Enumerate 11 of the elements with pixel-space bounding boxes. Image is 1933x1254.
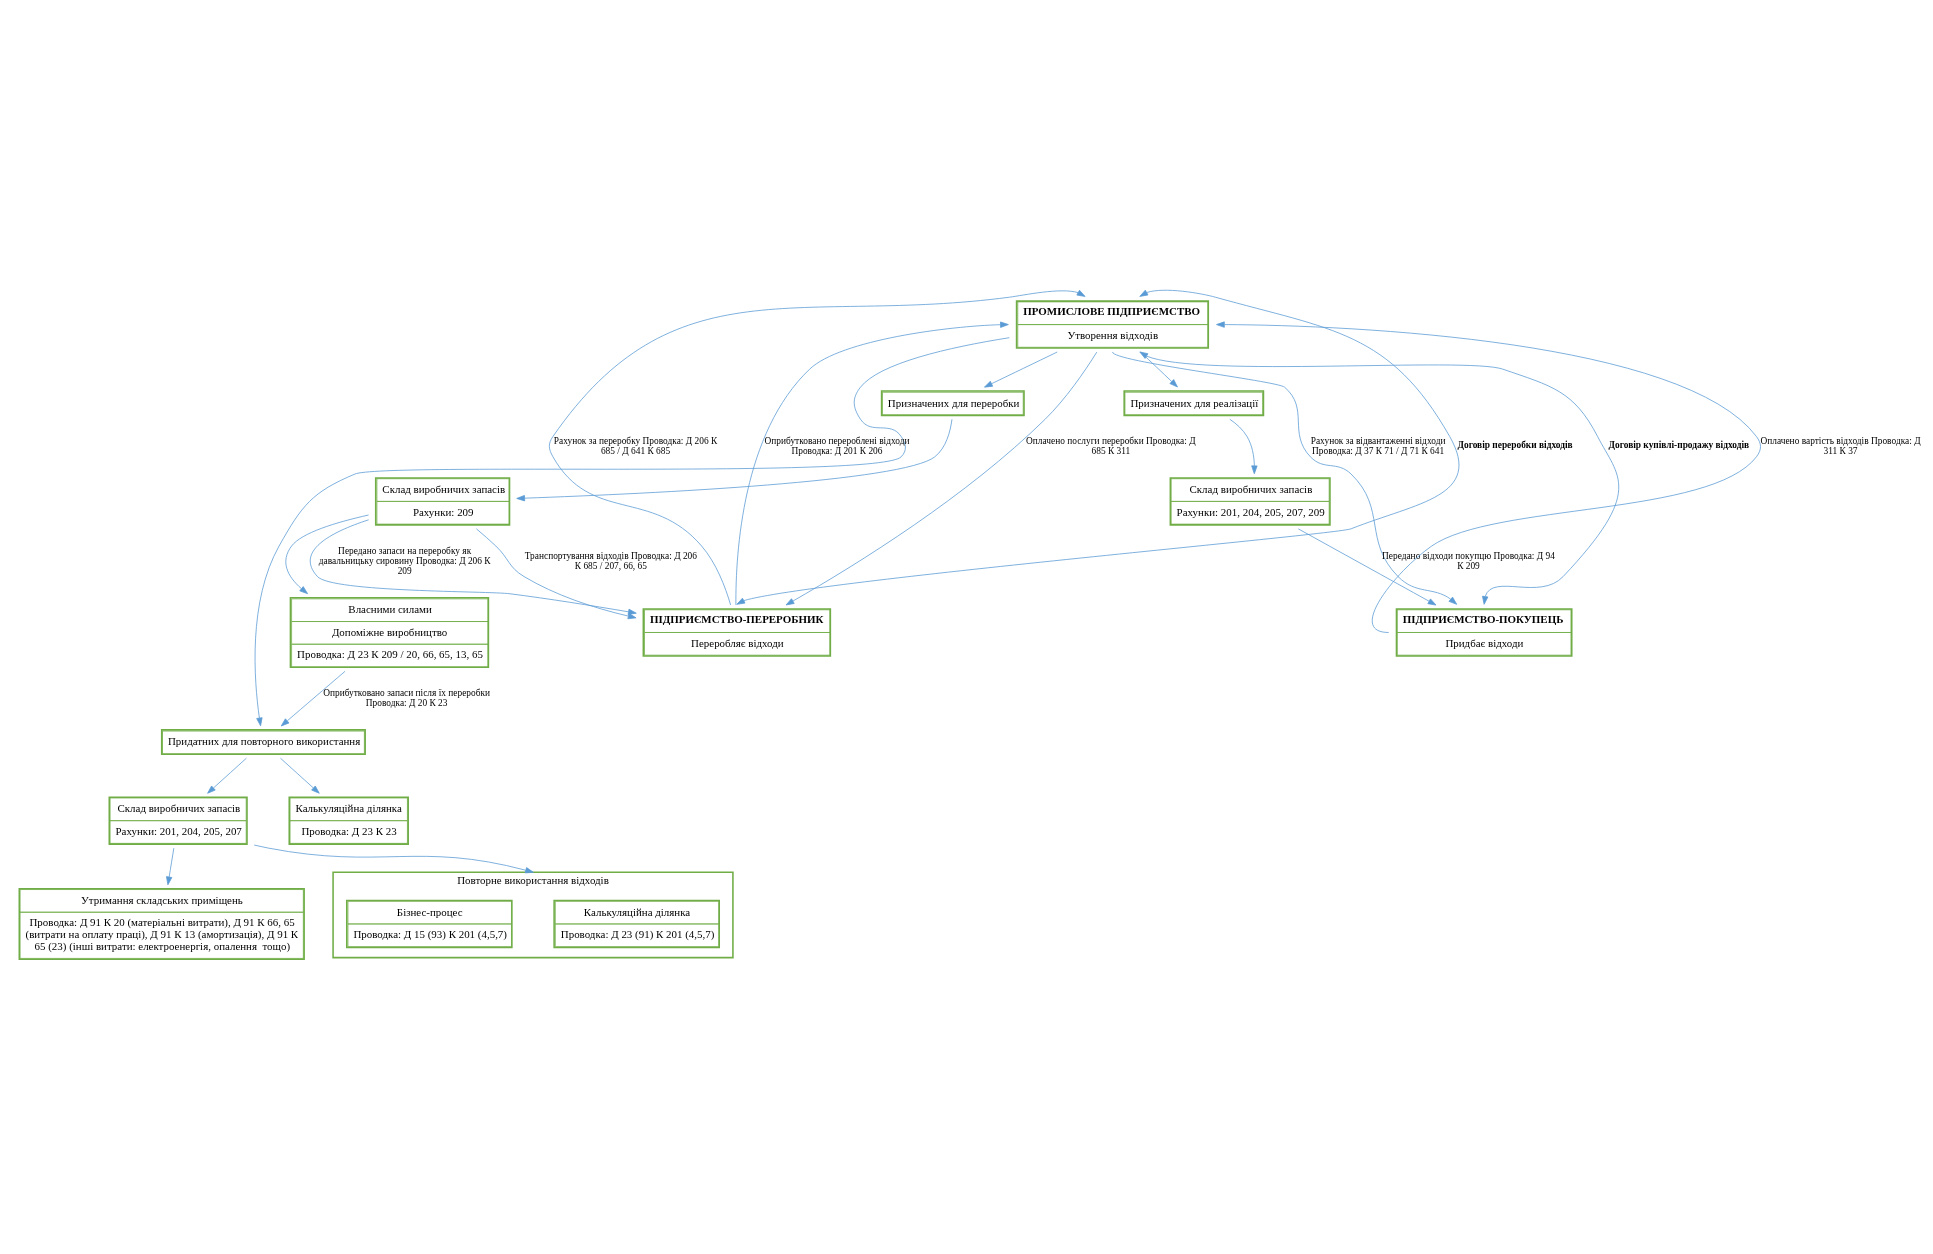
edge-label: Транспортування відходів Проводка: Д 206 К 685 / 207, 66, 65 — [524, 550, 697, 571]
edge-label: Оплачено послуги переробки Проводка: Д 685 К 311 — [1026, 435, 1196, 457]
edge-label: Оплачено вартість відходів Проводка: Д 311 К 37 — [1760, 435, 1921, 457]
edge-label: Договір переробки відходів — [1457, 440, 1573, 451]
edge-label: Рахунок за переробку Проводка: Д 206 К 685 / Д 641 К 685 — [553, 435, 718, 457]
edge-label: Передано запаси на переробку як давальницьку сировину Проводка: Д 206 К 209 — [318, 545, 491, 576]
edge-label: Договір купівлі-продажу відходів — [1608, 440, 1750, 451]
edge-label: Оприбутковано запаси після їх переробки Проводка: Д 20 К 23 — [323, 687, 491, 709]
edge-label: Рахунок за відвантаженні відходи Проводка: Д 37 К 71 / Д 71 К 641 — [1310, 435, 1446, 457]
edge-label: Передано відходи покупцю Проводка: Д 94 К 209 — [1382, 550, 1555, 571]
edge-label: Оприбутковано перероблені відходи Проводка: Д 201 К 206 — [764, 435, 910, 457]
